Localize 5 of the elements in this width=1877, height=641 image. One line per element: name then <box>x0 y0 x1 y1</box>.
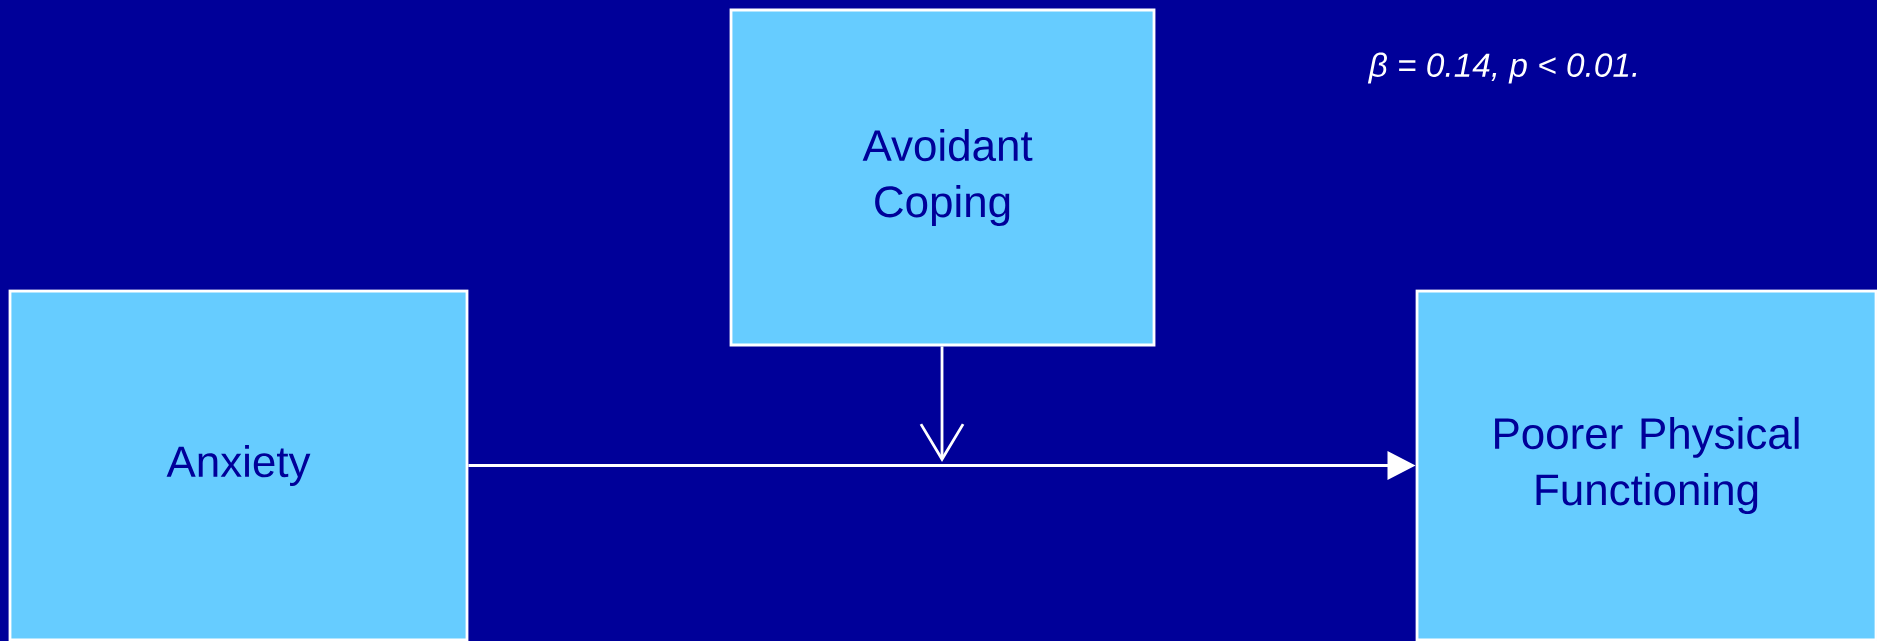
outcome-box: Poorer Physical Functioning <box>1415 289 1877 641</box>
statistic-label: β = 0.14, p < 0.01. <box>1367 52 1637 84</box>
variable-box: Anxiety <box>8 289 469 641</box>
arrow <box>919 346 965 462</box>
moderator-box: Avoidant Coping <box>729 8 1156 347</box>
